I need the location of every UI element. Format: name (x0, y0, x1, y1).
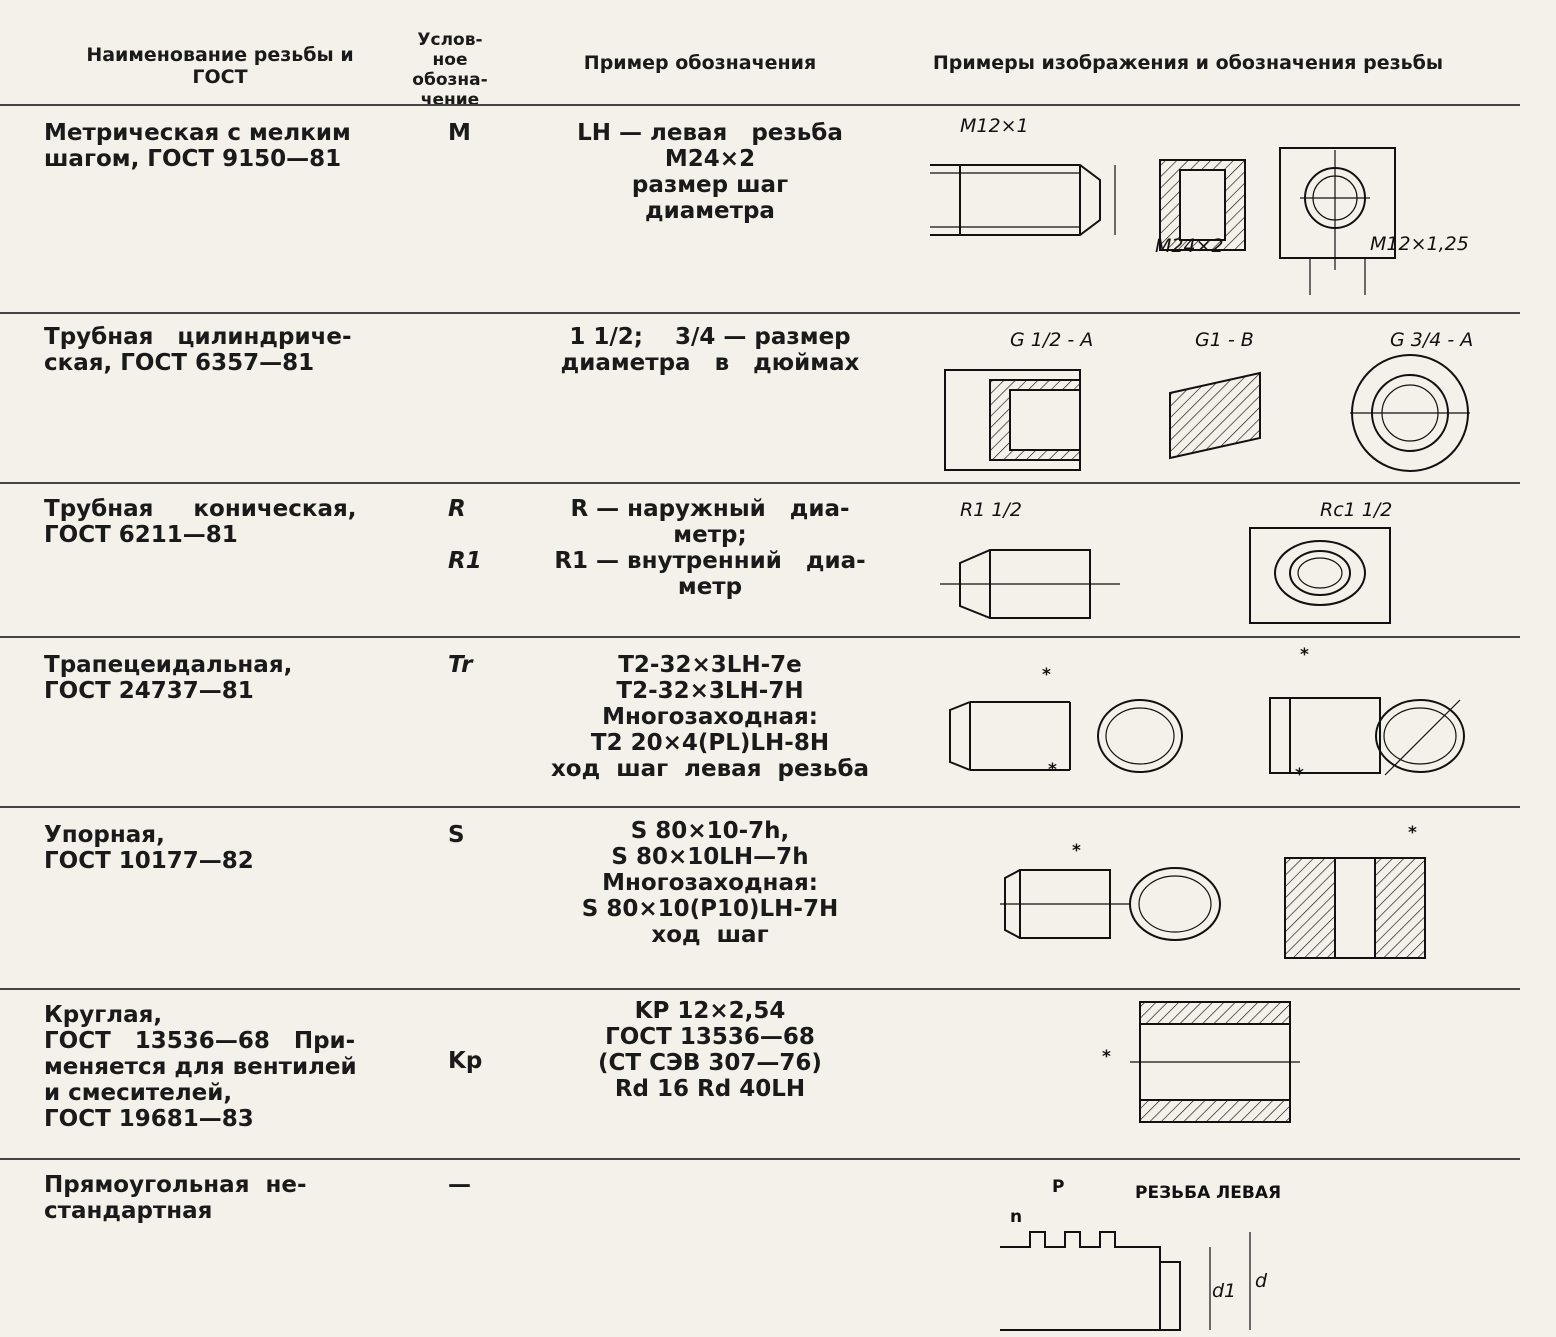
row-1-label-3: M12×1,25 (1370, 233, 1469, 255)
row-5-example: S 80×10-7h, S 80×10LH—7h Многозаходная: … (581, 818, 839, 948)
row-4-name: Трапецеидальная, ГОСТ 24737—81 (44, 652, 293, 704)
row-5-divider (0, 988, 1520, 990)
row-4-label-1: * (1042, 665, 1051, 685)
header-col-code: Услов-ное обозна-чение (412, 30, 488, 110)
row-2-divider (0, 482, 1520, 484)
row-3-code: R R1 (448, 496, 482, 574)
row-4-label-3: * (1300, 645, 1309, 665)
row-3-label-2: Rc1 1/2 (1320, 499, 1392, 521)
row-5-label-2: * (1408, 823, 1417, 843)
row-1-name: Метрическая с мелким шагом, ГОСТ 9150—81 (44, 120, 351, 172)
row-7-name: Прямоугольная не- стандартная (44, 1172, 307, 1224)
row-6-code: Kp (448, 1048, 483, 1074)
row-1-label-2: M24×2 (1155, 235, 1224, 257)
row-7-label-4: d1 (1212, 1280, 1236, 1302)
row-7-label-2: n (1010, 1207, 1022, 1227)
row-1-example: LH — левая резьба M24×2 размер шаг диаме… (577, 120, 843, 224)
row-3-name: Трубная коническая, ГОСТ 6211—81 (44, 496, 357, 548)
row-6-divider (0, 1158, 1520, 1160)
row-6-label-1: * (1102, 1047, 1111, 1067)
header-col-example: Пример обозначения (583, 52, 817, 74)
row-2-label-1: G 1/2 - A (1010, 329, 1093, 351)
row-7-code: — (448, 1172, 471, 1198)
header-col-name: Наименование резьбы и ГОСТ (86, 44, 354, 88)
row-2-figures: G 1/2 - A G1 - B G 3/4 - A (944, 329, 1473, 472)
row-3-example: R — наружный диа- метр; R1 — внутренний … (554, 496, 866, 600)
row-1-label-1: M12×1 (960, 115, 1029, 137)
row-7-label-1: P (1052, 1177, 1064, 1197)
row-7-label-5: d (1255, 1270, 1268, 1292)
row-6-example: KP 12×2,54 ГОСТ 13536—68 (СТ СЭВ 307—76)… (598, 998, 822, 1102)
row-1-figures: M12×1 M24×2 M12×1,25 (930, 115, 1469, 295)
row-7-figures: P n РЕЗЬБА ЛЕВАЯ d1 d (1000, 1177, 1281, 1331)
row-5-name: Упорная, ГОСТ 10177—82 (44, 822, 254, 874)
row-4-figures: * * * * (949, 645, 1465, 785)
row-2-label-3: G 3/4 - A (1390, 329, 1473, 351)
row-2-label-2: G1 - B (1195, 329, 1254, 351)
row-1-divider (0, 312, 1520, 314)
row-6-figures: * (1102, 1001, 1300, 1123)
row-4-example: T2-32×3LH-7e T2-32×3LH-7H Многозаходная:… (550, 652, 870, 782)
row-3-figures: R1 1/2 Rc1 1/2 (940, 499, 1392, 624)
row-1-code: M (448, 120, 471, 146)
row-4-label-2: * (1048, 760, 1057, 780)
row-2-name: Трубная цилиндриче- ская, ГОСТ 6357—81 (44, 324, 352, 376)
row-5-code: S (448, 822, 465, 848)
row-3-divider (0, 636, 1520, 638)
row-2-example: 1 1/2; 3/4 — размер диаметра в дюймах (560, 324, 860, 376)
row-5-figures: * * (1000, 823, 1426, 959)
row-6-name: Круглая, ГОСТ 13536—68 При- меняется для… (44, 1002, 357, 1132)
row-7-label-3: РЕЗЬБА ЛЕВАЯ (1135, 1183, 1281, 1203)
row-4-label-4: * (1295, 765, 1304, 785)
row-3-label-1: R1 1/2 (960, 499, 1022, 521)
row-4-code: Tr (448, 652, 473, 678)
header-col-figures: Примеры изображения и обозначения резьбы (932, 52, 1444, 74)
row-5-label-1: * (1072, 841, 1081, 861)
row-4-divider (0, 806, 1520, 808)
header-divider (0, 104, 1520, 106)
